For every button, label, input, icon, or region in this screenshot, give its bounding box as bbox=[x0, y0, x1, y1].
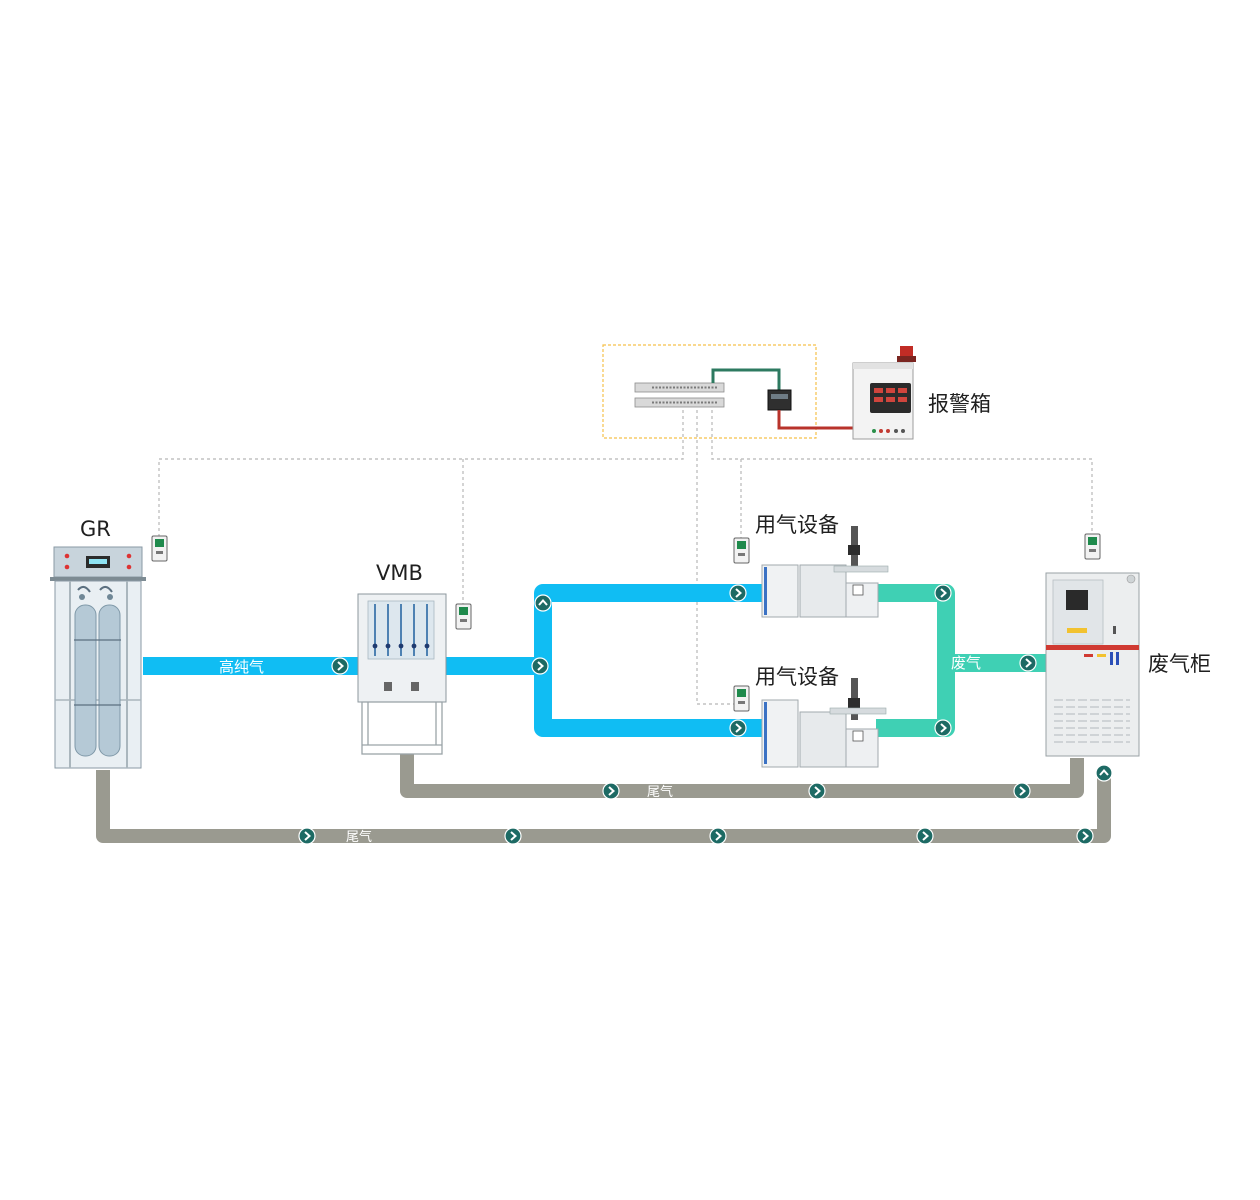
alarm-light-icon bbox=[900, 346, 913, 356]
signal-lines bbox=[158, 410, 1093, 705]
chevron-up-icon bbox=[1095, 764, 1113, 782]
gas-detector-icon bbox=[733, 685, 750, 712]
gas-detectors bbox=[151, 533, 1101, 712]
gas-equipment-bottom: 用气设备 bbox=[755, 665, 887, 768]
control-box bbox=[602, 344, 853, 439]
chevron-right-icon bbox=[729, 584, 747, 602]
flow-arrows bbox=[298, 584, 1113, 845]
gas-detector-icon bbox=[733, 537, 750, 564]
gas-detector-icon bbox=[151, 535, 168, 562]
network-switch-icon bbox=[634, 382, 725, 408]
chevron-right-icon bbox=[504, 827, 522, 845]
vmb-cabinet: VMB bbox=[357, 561, 447, 755]
gr-label: GR bbox=[80, 517, 111, 541]
alarm-box-label: 报警箱 bbox=[928, 392, 991, 416]
chevron-up-icon bbox=[534, 594, 552, 612]
chevron-right-icon bbox=[729, 719, 747, 737]
exhaust-cabinet-label: 废气柜 bbox=[1148, 652, 1211, 676]
gas-equipment-bottom-label: 用气设备 bbox=[755, 665, 839, 689]
chevron-right-icon bbox=[1076, 827, 1094, 845]
gr-cabinet: GR bbox=[50, 517, 146, 769]
tail-gas-label-lower: 尾气 bbox=[346, 829, 372, 845]
chevron-right-icon bbox=[934, 584, 952, 602]
gas-detector-icon bbox=[1084, 533, 1101, 560]
gas-detector-icon bbox=[455, 603, 472, 630]
gas-equipment-top-label: 用气设备 bbox=[755, 513, 839, 537]
exhaust-cabinet: 废气柜 bbox=[1045, 572, 1211, 757]
chevron-right-icon bbox=[331, 657, 349, 675]
chevron-right-icon bbox=[602, 782, 620, 800]
gas-equipment-top: 用气设备 bbox=[755, 513, 889, 618]
controller-module-icon bbox=[767, 389, 792, 411]
chevron-right-icon bbox=[1013, 782, 1031, 800]
high-purity-gas-label: 高纯气 bbox=[219, 658, 264, 676]
tail-gas-pipes bbox=[96, 754, 1111, 843]
chevron-right-icon bbox=[709, 827, 727, 845]
vmb-label: VMB bbox=[376, 561, 423, 585]
chevron-right-icon bbox=[934, 719, 952, 737]
chevron-right-icon bbox=[916, 827, 934, 845]
chevron-right-icon bbox=[808, 782, 826, 800]
chevron-right-icon bbox=[531, 657, 549, 675]
chevron-right-icon bbox=[1019, 654, 1037, 672]
chevron-right-icon bbox=[298, 827, 316, 845]
tail-gas-label-upper: 尾气 bbox=[647, 784, 673, 800]
waste-gas-label: 废气 bbox=[951, 654, 981, 672]
alarm-box: 报警箱 bbox=[852, 346, 991, 440]
